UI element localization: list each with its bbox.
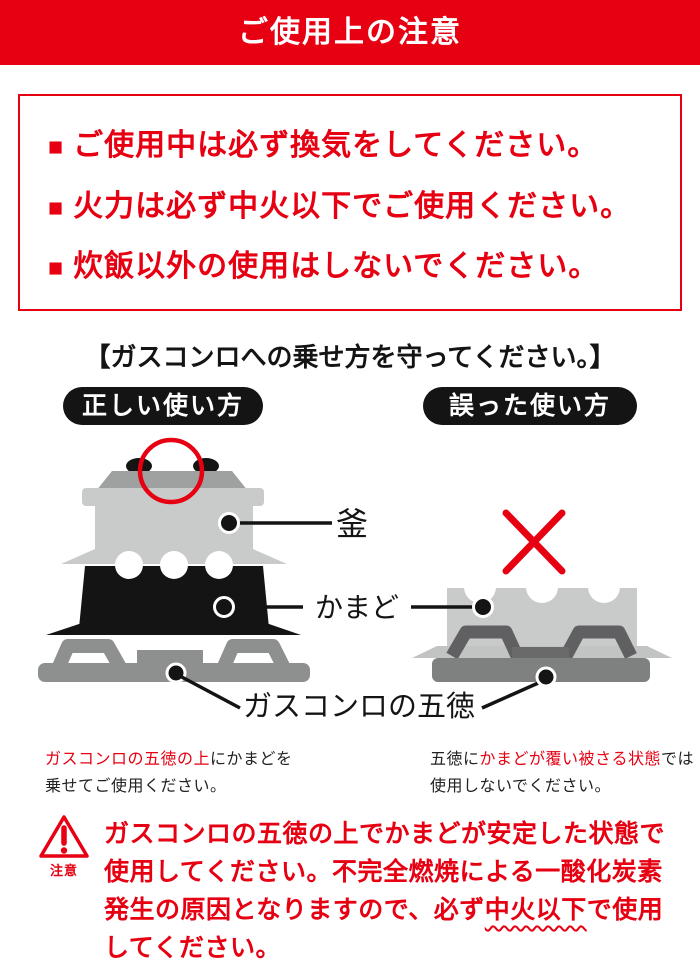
caution-line: 使用してください。不完全燃焼による一酸化炭素 (104, 858, 663, 886)
trivet-arm (212, 639, 296, 682)
caption-text: にかまどを (210, 751, 293, 768)
exclamation-dot (60, 847, 68, 854)
caption-highlight: ガスコンロの五徳の上 (45, 751, 211, 768)
pot-label: 釜 (336, 506, 368, 542)
label-dot (165, 662, 187, 684)
warning-text: ご使用中は必ず換気をしてください。 (73, 129, 599, 163)
kamado-scallop (115, 551, 143, 579)
label-dot (218, 512, 240, 534)
kamado-flare-shape (46, 624, 301, 635)
bullet-square-icon: ■ (48, 253, 65, 282)
caution-line: ガスコンロの五徳の上でかまどが安定した状態で (104, 820, 666, 848)
caution-text: ガスコンロの五徳の上でかまどが安定した状態で 使用してください。不完全燃焼による… (104, 815, 689, 967)
page-header: ご使用上の注意 (0, 0, 700, 65)
caption-line: 乗せてご使用ください。 (45, 778, 227, 795)
caption-line: 五徳にかまどが覆い被さる状態では (430, 746, 694, 773)
caution-line: 発生の原因となりますので、必ず中火以下で使用 (104, 891, 689, 929)
placement-diagram: 釜 かまど ガスコンロの五徳 (38, 437, 672, 723)
caption-text: では (661, 751, 695, 768)
caution-line: してください。 (104, 934, 282, 962)
pot-rim-shape (82, 488, 264, 506)
caption-line: ガスコンロの五徳の上にかまどを (45, 746, 293, 773)
trivet-arm (560, 625, 637, 660)
warning-box: ■ ご使用中は必ず換気をしてください。 ■ 火力は必ず中火以下でご使用ください。 ■… (18, 94, 682, 311)
trivet-label: ガスコンロの五徳 (243, 690, 475, 723)
kamado-scallop (160, 551, 188, 579)
label-dot (213, 596, 235, 618)
kamado-scallop (526, 571, 558, 603)
caution-text-segment: 発生の原因となりますので、必ず (104, 896, 485, 924)
page-title: ご使用上の注意 (238, 16, 462, 49)
trivet-center-tab (512, 647, 569, 659)
trivet-arm (47, 639, 133, 682)
bullet-square-icon: ■ (48, 133, 65, 162)
label-dot (535, 666, 557, 688)
leader-line (177, 673, 241, 710)
section-heading: 【ガスコンロへの乗せ方を守ってください。】 (84, 342, 616, 372)
red-circle-marker (137, 437, 205, 505)
kamado-label: かまど (315, 592, 399, 623)
warning-text: 火力は必ず中火以下でご使用ください。 (73, 189, 632, 223)
wrong-usage-label: 誤った使い方 (423, 387, 638, 425)
warning-item: ■ 炊飯以外の使用はしないでください。 (48, 241, 680, 285)
diagram-labels: 釜 かまど ガスコンロの五徳 (165, 506, 557, 723)
caption-highlight: かまどが覆い被さる状態 (479, 751, 662, 768)
correct-usage-label: 正しい使い方 (63, 387, 264, 425)
correct-usage-caption: ガスコンロの五徳の上にかまどを 乗せてご使用ください。 (45, 746, 293, 800)
leader-line (481, 678, 546, 710)
correct-usage-diagram (38, 437, 310, 682)
kamado-scallop (588, 571, 620, 603)
warning-item: ■ ご使用中は必ず換気をしてください。 (48, 120, 680, 164)
warning-item: ■ 火力は必ず中火以下でご使用ください。 (48, 181, 680, 225)
caption-text: 五徳に (430, 751, 480, 768)
caution-icon-label: 注意 (49, 863, 78, 878)
warning-text: 炊飯以外の使用はしないでください。 (73, 249, 600, 283)
caution-text-segment: で使用 (586, 896, 664, 924)
bullet-square-icon: ■ (48, 193, 65, 222)
kamado-scallop (464, 571, 496, 603)
caution-text-wavy-underline: 中火以下 (484, 896, 587, 924)
kamado-scallop (205, 551, 233, 579)
wrong-usage-caption: 五徳にかまどが覆い被さる状態では 使用しないでください。 (430, 746, 694, 800)
caution-triangle-icon (39, 815, 89, 858)
trivet-center-tab (137, 650, 203, 664)
caption-line: 使用しないでください。 (430, 778, 612, 795)
wrong-usage-diagram (412, 509, 672, 682)
cross-mark-icon (502, 509, 566, 575)
trivet-arm (446, 625, 523, 660)
label-dot (472, 596, 494, 618)
pot-lid-shape (96, 471, 248, 491)
